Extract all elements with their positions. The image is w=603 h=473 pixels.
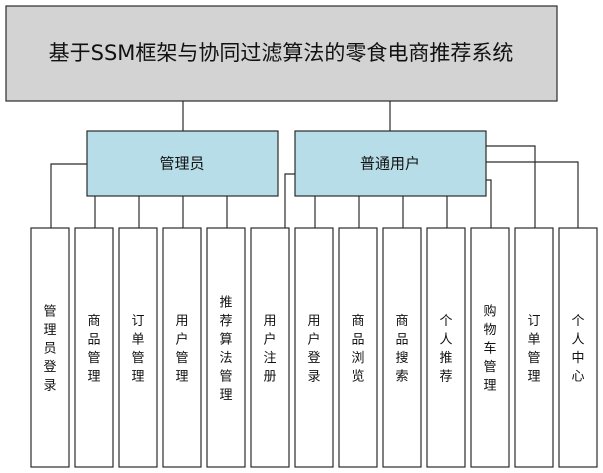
module-label: 订单管理 bbox=[131, 314, 144, 385]
module-label: 商品浏览 bbox=[351, 314, 364, 385]
module-box bbox=[558, 227, 598, 468]
module-box bbox=[118, 227, 158, 468]
module-label: 管理员登录 bbox=[43, 305, 56, 394]
admin-module-5: 推荐算法管理 bbox=[206, 227, 246, 468]
module-label: 推荐算法管理 bbox=[219, 295, 232, 403]
user-module-5: 个人推荐 bbox=[426, 227, 466, 468]
admin-role-node: 管理员 bbox=[86, 130, 279, 197]
system-title-node: 基于SSM框架与协同过滤算法的零食电商推荐系统 bbox=[5, 5, 558, 102]
connector-lines bbox=[50, 101, 579, 228]
admin-module-1: 管理员登录 bbox=[30, 227, 70, 468]
module-box bbox=[294, 227, 334, 468]
admin-module-3: 订单管理 bbox=[118, 227, 158, 468]
user-module-2: 用户登录 bbox=[294, 227, 334, 468]
module-label: 用户管理 bbox=[175, 314, 188, 385]
module-box bbox=[74, 227, 114, 468]
admin-role-label: 管理员 bbox=[159, 155, 204, 173]
module-label: 个人中心 bbox=[571, 314, 584, 385]
user-module-6: 购物车管理 bbox=[470, 227, 510, 468]
module-label: 个人推荐 bbox=[439, 314, 452, 385]
module-label: 购物车管理 bbox=[483, 304, 496, 394]
connector-user-8 bbox=[486, 161, 579, 228]
admin-module-2: 商品管理 bbox=[74, 227, 114, 468]
user-module-3: 商品浏览 bbox=[338, 227, 378, 468]
module-box bbox=[30, 227, 70, 468]
system-title: 基于SSM框架与协同过滤算法的零食电商推荐系统 bbox=[49, 41, 514, 65]
module-box bbox=[162, 227, 202, 468]
connector-user-6 bbox=[486, 179, 492, 228]
module-box bbox=[250, 227, 290, 468]
module-box bbox=[514, 227, 554, 468]
module-box bbox=[206, 227, 246, 468]
user-module-7: 订单管理 bbox=[514, 227, 554, 468]
connector-user-1 bbox=[284, 173, 295, 228]
connector-admin-1 bbox=[50, 163, 87, 228]
module-leaves: 管理员登录 商品管理 订单管理 用户管理 推荐算法管理 用户注册 用户登录 商品浏览 商品搜索 个… bbox=[30, 227, 598, 468]
admin-module-4: 用户管理 bbox=[162, 227, 202, 468]
module-box bbox=[338, 227, 378, 468]
module-label: 订单管理 bbox=[527, 314, 540, 385]
module-box bbox=[426, 227, 466, 468]
module-label: 商品管理 bbox=[87, 314, 100, 385]
module-box bbox=[382, 227, 422, 468]
user-module-8: 个人中心 bbox=[558, 227, 598, 468]
user-module-4: 商品搜索 bbox=[382, 227, 422, 468]
user-role-label: 普通用户 bbox=[360, 155, 420, 173]
user-role-node: 普通用户 bbox=[294, 130, 487, 197]
user-module-1: 用户注册 bbox=[250, 227, 290, 468]
module-label: 商品搜索 bbox=[395, 314, 408, 385]
module-label: 用户登录 bbox=[307, 314, 320, 385]
module-label: 用户注册 bbox=[263, 314, 276, 385]
module-box bbox=[470, 227, 510, 468]
connector-user-7 bbox=[486, 145, 536, 228]
